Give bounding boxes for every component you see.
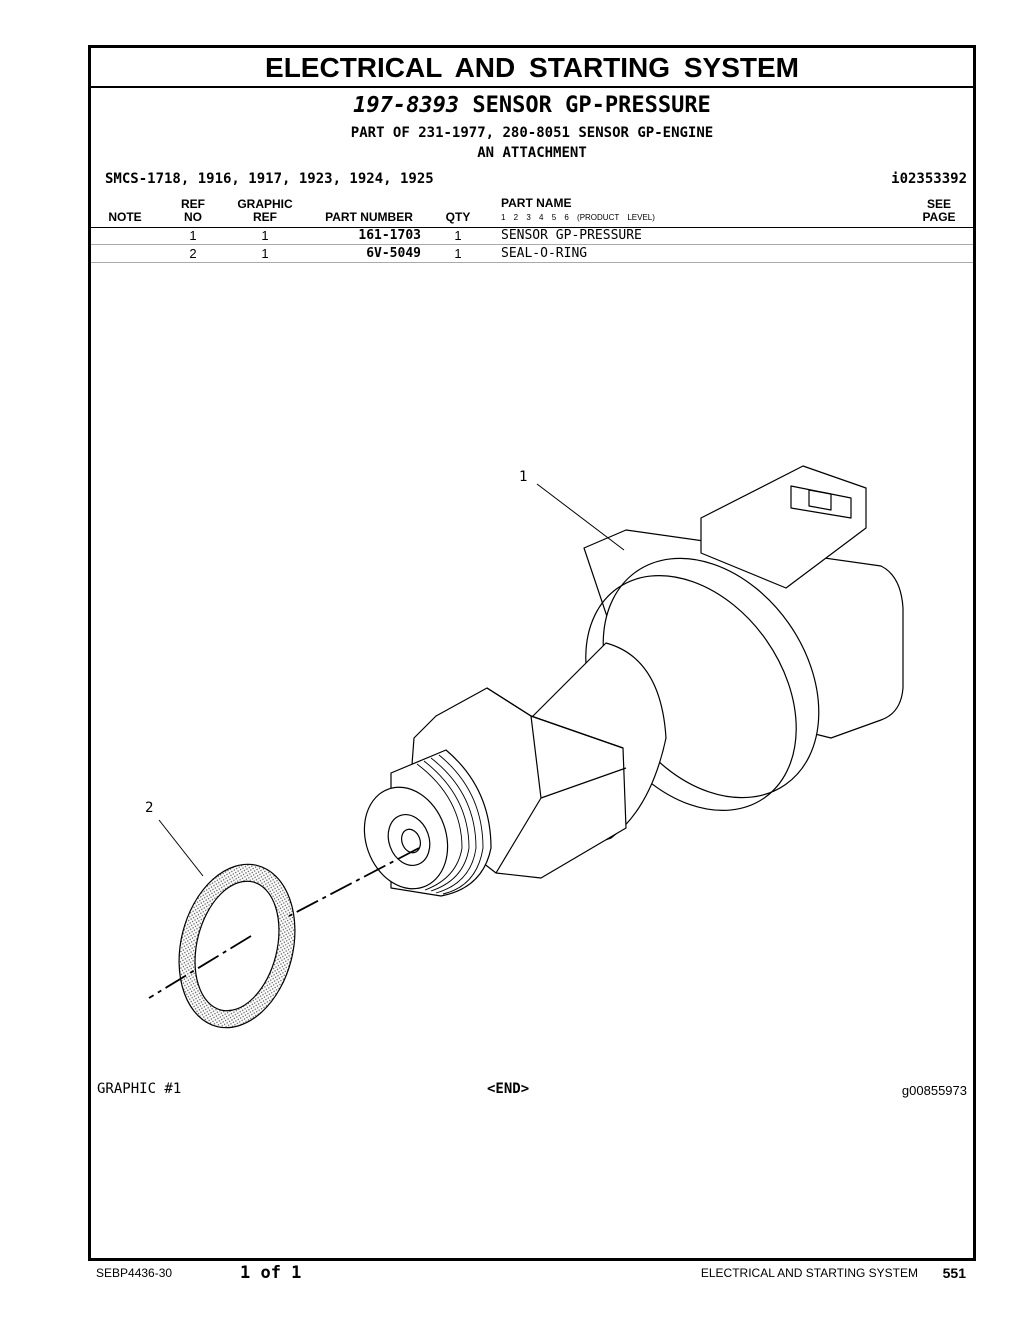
row-2-part-number: 6V-5049 [366, 246, 421, 261]
footer-page-number: 551 [942, 1265, 966, 1281]
hex-edge-3 [540, 767, 627, 799]
row-1-qty: 1 [454, 228, 462, 243]
row-1-part-number: 161-1703 [358, 228, 421, 243]
connector-pin-slot [808, 489, 832, 511]
port-hole [400, 828, 422, 854]
thread-lines [416, 754, 484, 895]
connector-plug [700, 465, 867, 589]
row-2-rule [91, 262, 973, 263]
row-1-part-name: SENSOR GP-PRESSURE [501, 228, 642, 243]
row-1-graphic: 1 [261, 228, 269, 243]
header-graphic-bottom: REF [253, 210, 277, 224]
header-note: NOTE [108, 210, 142, 224]
section-title: ELECTRICAL AND STARTING SYSTEM [91, 48, 973, 88]
header-ref-top: REF [181, 197, 205, 211]
callout-1: 1 [519, 469, 528, 485]
row-2-graphic: 1 [261, 246, 269, 261]
part-of-line-2: AN ATTACHMENT [477, 145, 587, 161]
footer-doc-number: SEBP4436-30 [96, 1266, 173, 1280]
header-rule [91, 227, 973, 228]
center-line [148, 847, 420, 999]
header-part-name: PART NAME [501, 196, 572, 210]
smcs-codes: SMCS-1718, 1916, 1917, 1923, 1924, 1925 [105, 171, 434, 187]
header-ref-bottom: NO [184, 210, 202, 224]
o-ring-seal [178, 863, 296, 1029]
header-ref-no: REF NO [175, 198, 211, 224]
part-title: 197-8393 SENSOR GP-PRESSURE [91, 93, 973, 118]
graphic-label: GRAPHIC #1 [97, 1081, 182, 1097]
header-product-levels: 1 2 3 4 5 6 (PRODUCT LEVEL) [501, 213, 655, 222]
footer-section: ELECTRICAL AND STARTING SYSTEM [700, 1266, 918, 1280]
row-1-rule [91, 244, 973, 245]
graphic-id: g00855973 [901, 1083, 967, 1098]
header-graphic-top: GRAPHIC [237, 197, 293, 211]
callout-2: 2 [145, 800, 154, 816]
row-1-ref: 1 [189, 228, 197, 243]
header-see-top: SEE [926, 197, 951, 211]
row-2-qty: 1 [454, 246, 462, 261]
document-id: i02353392 [891, 171, 967, 187]
leader-line-1 [536, 483, 625, 551]
footer-page-of: 1 of 1 [240, 1263, 302, 1283]
header-part-number: PART NUMBER [325, 210, 413, 224]
end-marker: <END> [487, 1081, 530, 1097]
header-graphic-ref: GRAPHIC REF [231, 198, 299, 224]
part-number-title: 197-8393 [353, 93, 460, 118]
row-2-ref: 2 [189, 246, 197, 261]
leader-line-2 [158, 819, 204, 877]
part-of-line: PART OF 231-1977, 280-8051 SENSOR GP-ENG… [350, 125, 714, 141]
hex-edge-2 [530, 715, 624, 749]
header-see-page: SEE PAGE [917, 198, 961, 224]
row-2-part-name: SEAL-O-RING [501, 246, 588, 261]
sensor-exploded-drawing [148, 465, 904, 1029]
header-see-bottom: PAGE [922, 210, 956, 224]
hex-edge [486, 687, 542, 874]
header-qty: QTY [445, 210, 471, 224]
page-frame: ELECTRICAL AND STARTING SYSTEM 197-8393 … [88, 45, 976, 1261]
part-name-title: SENSOR GP-PRESSURE [472, 93, 711, 118]
